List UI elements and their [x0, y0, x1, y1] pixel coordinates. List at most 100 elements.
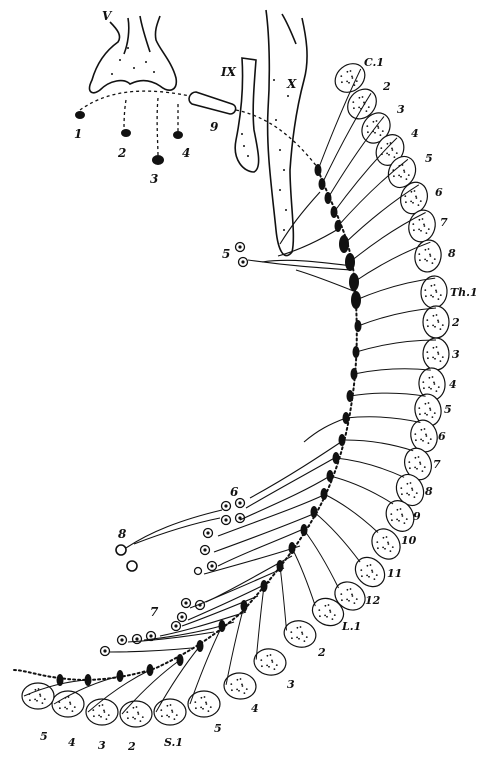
spinal-ganglion-bulb	[153, 698, 187, 726]
spinal-ganglion-bulb	[51, 690, 85, 718]
spinal-segment-sacral-4: 4	[51, 675, 121, 749]
head-label-2: 2	[117, 146, 126, 160]
segment-label-thoracic-10: 10	[401, 534, 417, 547]
head-ganglion-1	[75, 111, 85, 119]
ramus-fiber	[189, 625, 223, 705]
segment-label-lumbar-2: 2	[317, 646, 326, 659]
label-v: V	[102, 9, 113, 23]
spinal-ganglion-bulb	[223, 672, 257, 700]
segment-label-thoracic-5: 5	[444, 403, 452, 416]
segment-label-thoracic-8: 8	[425, 485, 433, 498]
spinal-ganglion-bulb	[410, 419, 438, 453]
spinal-segment-sacral-1: S.1	[153, 645, 201, 749]
trigeminal-nerve-root	[88, 15, 178, 94]
spinal-ganglion-bulb	[253, 648, 287, 676]
spinal-segment-lumbar-4: 4	[223, 605, 259, 715]
head-ganglion-3	[152, 155, 164, 165]
head-label-4: 4	[182, 146, 190, 160]
spinal-segment-sacral-3: 3	[85, 669, 151, 752]
ramus-fiber	[329, 475, 394, 505]
spinal-ganglion-bulb	[334, 581, 366, 611]
segment-label-thoracic-1: Th.1	[450, 286, 478, 299]
spinal-segment-cervical-8: 8	[353, 239, 456, 283]
ramus-fiber	[357, 307, 437, 327]
segment-label-cervical-6: 6	[435, 186, 443, 199]
ramus-fiber	[279, 565, 287, 631]
segment-label-cervical-1: C.1	[364, 56, 384, 69]
ramus-fiber	[225, 605, 245, 685]
spinal-segment-lumbar-2: 2	[279, 565, 326, 659]
ramus-fiber	[121, 659, 181, 715]
spinal-segment-thoracic-1: Th.1	[355, 275, 478, 309]
segment-label-sacral-4: 4	[68, 736, 76, 749]
ramus-fiber	[327, 116, 385, 199]
ganglia-group-7	[99, 597, 206, 657]
segment-label-lumbar-5: 5	[214, 722, 222, 735]
ganglia-group-6	[193, 497, 246, 576]
ramus-fiber	[323, 493, 379, 533]
spinal-ganglion-bulb	[385, 500, 415, 532]
spinal-segment-sacral-2: 2	[119, 659, 181, 753]
spinal-segment-cervical-6: 6	[343, 181, 443, 245]
spinal-segment-thoracic-4: 4	[353, 367, 457, 401]
segment-label-thoracic-4: 4	[449, 378, 457, 391]
ramus-fiber	[355, 339, 437, 353]
spinal-segment-lumbar-3: 3	[253, 585, 295, 691]
group-label-7: 7	[150, 605, 159, 619]
head-ganglion-4	[173, 131, 183, 139]
spinal-segment-lumbar-5: 5	[187, 625, 223, 735]
segment-label-thoracic-12: 12	[365, 594, 381, 607]
head-label-1: 1	[74, 127, 82, 141]
group-label-8: 8	[118, 527, 127, 541]
ramus-fiber	[321, 93, 372, 185]
spinal-segment-thoracic-5: 5	[349, 392, 452, 427]
spinal-segment-cervical-7: 7	[349, 209, 448, 263]
ramus-fiber	[343, 184, 420, 245]
spinal-ganglion-bulb	[404, 447, 432, 481]
head-label-3: 3	[150, 172, 158, 186]
spinal-ganglion-bulb	[422, 305, 450, 339]
segment-label-thoracic-3: 3	[452, 348, 460, 361]
group-label-6: 6	[230, 485, 239, 499]
segment-label-sacral-5: 5	[40, 730, 48, 743]
ramus-fiber	[355, 277, 436, 301]
spinal-segment-thoracic-11: 11	[313, 511, 402, 588]
segment-label-cervical-4: 4	[411, 127, 419, 140]
segment-label-thoracic-9: 9	[413, 510, 421, 523]
spinal-ganglion-bulb	[334, 63, 366, 93]
spinal-segment-thoracic-7: 7	[341, 439, 441, 481]
spinal-segment-lumbar-1: L.1	[291, 547, 361, 633]
ramus-fiber	[87, 669, 151, 713]
spinal-segment-thoracic-2: 2	[357, 305, 460, 339]
label-ix: IX	[220, 65, 237, 79]
segment-label-thoracic-6: 6	[438, 430, 446, 443]
spinal-segments: C.12345678Th.123456789101112L.12345S.123…	[21, 56, 478, 753]
ramus-fiber	[349, 392, 426, 397]
segment-label-cervical-2: 2	[382, 80, 391, 93]
ramus-fiber	[335, 457, 405, 478]
segment-label-lumbar-1: L.1	[341, 620, 361, 633]
segment-label-sacral-3: 3	[98, 739, 106, 752]
ramus-fiber	[345, 416, 421, 423]
spinal-segment-thoracic-9: 9	[329, 475, 421, 532]
segment-label-cervical-8: 8	[448, 247, 456, 260]
segment-label-cervical-3: 3	[397, 103, 405, 116]
cylinder-ganglion	[188, 91, 237, 115]
spinal-ganglion-bulb	[422, 337, 450, 371]
ramus-fiber	[341, 439, 414, 452]
spinal-ganglion-bulb	[311, 597, 345, 627]
ramus-fiber	[291, 547, 316, 607]
segment-label-sacral-2: 2	[127, 740, 136, 753]
ramus-fiber	[303, 529, 339, 589]
spinal-segment-thoracic-10: 10	[323, 493, 417, 560]
ramus-fiber	[353, 368, 431, 375]
vagus-nerve	[265, 9, 308, 257]
spinal-ganglion-bulb	[414, 239, 442, 273]
spinal-segment-thoracic-12: 12	[303, 529, 381, 611]
spinal-segment-cervical-4: 4	[333, 127, 419, 213]
spinal-ganglion-bulb	[395, 473, 425, 507]
spinal-ganglion-bulb	[85, 698, 119, 726]
ramus-fiber	[353, 241, 431, 283]
spinal-segment-cervical-3: 3	[327, 103, 405, 199]
